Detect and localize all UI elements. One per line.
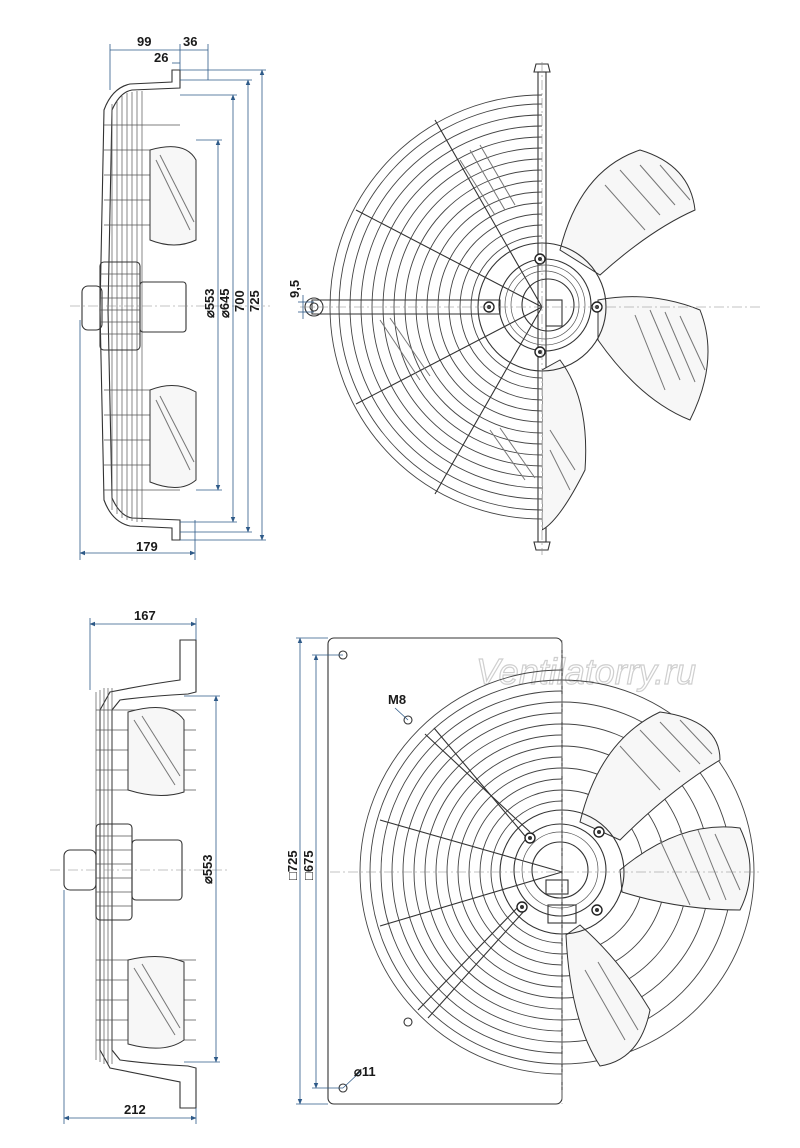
dim-m8: M8 — [388, 692, 406, 707]
dim-9-5: 9,5 — [287, 280, 302, 298]
top-side-view: 99 36 26 179 ⌀553 ⌀645 700 725 — [70, 34, 270, 560]
bottom-side-motor — [95, 823, 133, 921]
front-motor-outer — [498, 258, 592, 352]
front-motor-cap — [521, 278, 575, 332]
side-motor-hub — [139, 281, 187, 333]
dim-d645-group: ⌀645 — [217, 288, 232, 318]
dim-99: 99 — [137, 34, 151, 49]
svg-text:⌀11: ⌀11 — [354, 1064, 376, 1079]
dim-d553-group: ⌀553 — [202, 288, 217, 318]
front-blades — [542, 149, 709, 531]
diameter-symbol: ⌀ — [354, 1064, 362, 1079]
dim-675-holes: 675 — [301, 850, 316, 872]
bottom-front-blades — [565, 711, 751, 1067]
svg-text:□675: □675 — [301, 850, 316, 880]
side-terminal-box — [81, 285, 103, 331]
square-symbol: □ — [301, 872, 316, 880]
bottom-front-view: □725 □675 M8 ⌀11 — [285, 637, 760, 1105]
diameter-symbol: ⌀ — [202, 310, 217, 318]
square-mounting-plate — [327, 637, 563, 1105]
top-front-view: 9,5 — [287, 62, 760, 555]
dim-167: 167 — [134, 608, 156, 623]
bottom-side-hub — [131, 839, 183, 901]
bottom-bolts — [516, 826, 605, 916]
bottom-side-blade-lower — [127, 956, 185, 1049]
bottom-motor-outer — [513, 823, 607, 917]
bottom-motor-label — [545, 879, 569, 895]
front-guard-spokes — [355, 119, 543, 495]
svg-text:□725: □725 — [285, 850, 300, 880]
dim-179: 179 — [136, 539, 158, 554]
svg-text:⌀553: ⌀553 — [200, 854, 215, 884]
svg-text:⌀645: ⌀645 — [217, 288, 232, 318]
diameter-symbol: ⌀ — [200, 876, 215, 884]
front-bolts — [483, 253, 603, 358]
side-dimension-lines — [79, 44, 266, 560]
dim-d11: 11 — [362, 1064, 376, 1079]
dim-725: 725 — [247, 290, 262, 312]
dim-212: 212 — [124, 1102, 146, 1117]
dim-725-plate: 725 — [285, 850, 300, 872]
bottom-side-plate — [99, 639, 197, 1109]
front-blade-hatch-left — [379, 144, 536, 481]
side-blade-hatching — [155, 154, 195, 471]
watermark-text: Ventilatorry.ru — [476, 651, 696, 692]
dim-d553-bottom: 553 — [200, 854, 215, 876]
plate-holes — [338, 650, 413, 1093]
svg-text:⌀553: ⌀553 — [202, 288, 217, 318]
bottom-side-view: 167 212 ⌀553 — [50, 608, 230, 1124]
dim-26: 26 — [154, 50, 168, 65]
bottom-side-ribs — [95, 688, 113, 1064]
front-motor-label — [545, 299, 563, 327]
diameter-symbol: ⌀ — [217, 310, 232, 318]
side-guard-ribs — [111, 91, 143, 522]
bottom-guard-spokes — [379, 727, 563, 1019]
dim-700: 700 — [232, 290, 247, 312]
dim-d553: 553 — [202, 288, 217, 310]
side-motor-fins — [100, 273, 140, 335]
square-symbol: □ — [285, 872, 300, 880]
dim-36: 36 — [183, 34, 197, 49]
dim-d645: 645 — [217, 288, 232, 310]
bottom-motor-cap — [531, 841, 589, 899]
bottom-side-blade-upper — [127, 707, 185, 796]
